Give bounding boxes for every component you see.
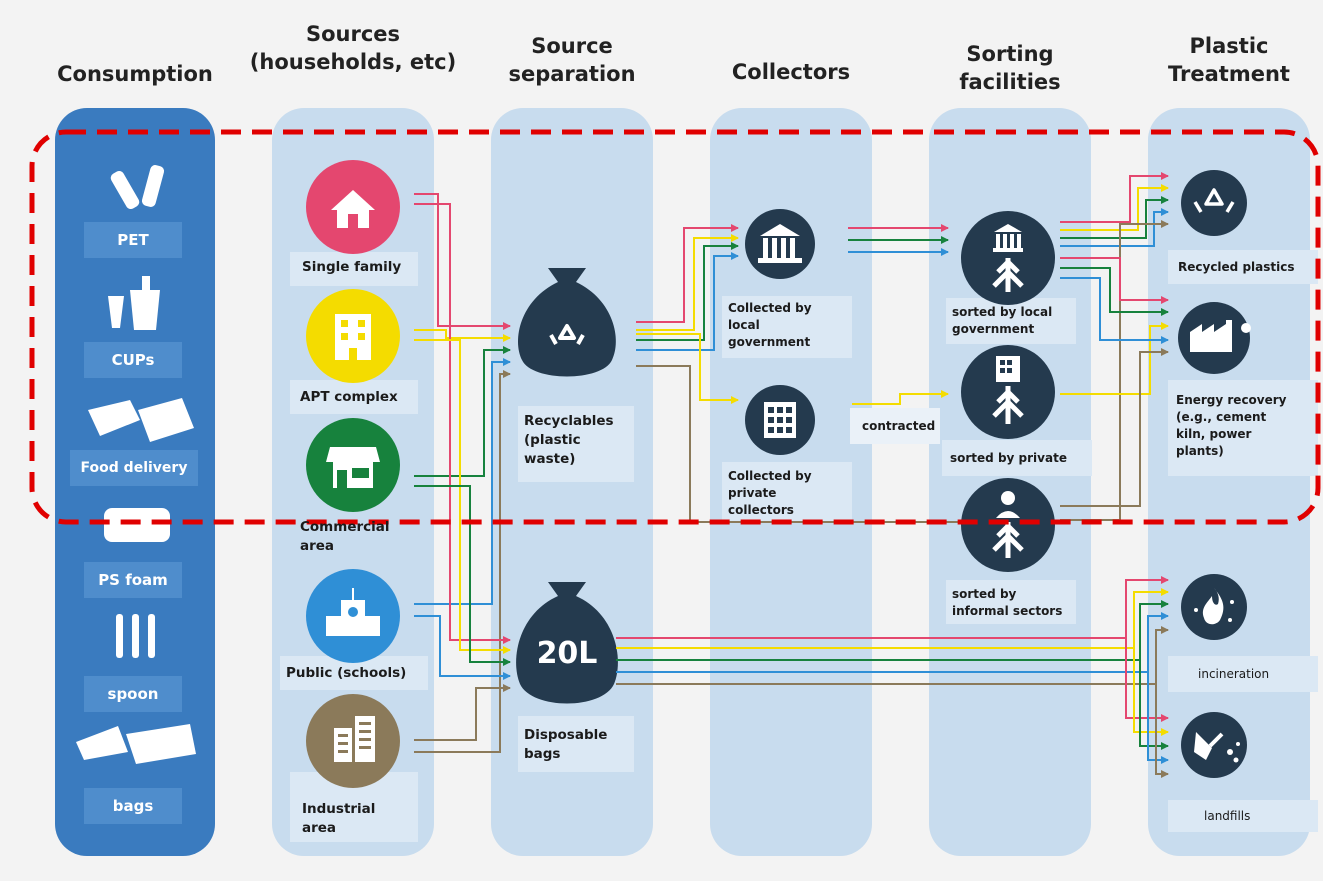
contracted-label: contracted bbox=[862, 419, 936, 433]
sort-local-government-icon bbox=[961, 211, 1055, 305]
incineration-fire-icon bbox=[1181, 574, 1247, 640]
industrial-building-icon bbox=[306, 694, 400, 788]
flow-disp-to-land-pink bbox=[1125, 638, 1169, 722]
recyclables-bag-icon bbox=[518, 268, 616, 377]
collector-label-local-government: Collected by local government bbox=[728, 301, 812, 349]
treatment-label-energy-recovery: Energy recovery (e.g., cement kiln, powe… bbox=[1176, 393, 1287, 458]
private-collector-building-icon bbox=[745, 385, 815, 455]
header-collectors: Collectors bbox=[731, 60, 851, 84]
flow-recyc-to-local-pink bbox=[636, 224, 739, 323]
flow-disp-to-incin-yellow bbox=[616, 588, 1169, 649]
treatment-label-incineration: incineration bbox=[1198, 667, 1270, 681]
sort-private-icon bbox=[961, 345, 1055, 439]
flow-apt-to-disposable bbox=[414, 339, 511, 654]
source-label-apt-complex: APT complex bbox=[300, 389, 398, 405]
sort-informal-icon bbox=[961, 478, 1055, 572]
source-label-industrial-area: Industrial area bbox=[302, 801, 376, 836]
ps-foam-icon bbox=[104, 508, 170, 542]
consumption-item-cups: CUPs bbox=[111, 351, 155, 369]
bag-size-label: 20L bbox=[536, 636, 598, 671]
separation-label-recyclables: Recyclables (plastic waste) bbox=[524, 413, 614, 467]
consumption-item-food-delivery: Food delivery bbox=[80, 460, 188, 476]
flow-sort-to-recycled-yellow bbox=[1060, 184, 1169, 231]
school-icon bbox=[306, 569, 400, 663]
source-label-single-family: Single family bbox=[302, 259, 402, 275]
header-sources: Sources (households, etc) bbox=[249, 22, 457, 74]
treatment-label-landfills: landfills bbox=[1204, 809, 1251, 823]
flow-public-to-disposable bbox=[414, 615, 511, 680]
cups-icon bbox=[108, 276, 160, 330]
header-plastic-treatment: Plastic Treatment bbox=[1168, 34, 1290, 86]
consumption-item-pet: PET bbox=[117, 231, 149, 249]
cutlery-icon bbox=[116, 614, 155, 658]
sorting-label-local-government: sorted by local government bbox=[952, 305, 1053, 336]
flow-disp-to-land-green bbox=[1139, 660, 1169, 750]
flow-recyc-to-local-yellow bbox=[636, 234, 739, 331]
source-label-commercial-area: Commercial area bbox=[300, 519, 390, 554]
flow-sort-to-energy-green bbox=[1060, 267, 1169, 316]
flow-private-to-sort-private bbox=[852, 390, 949, 405]
disposable-bag-icon bbox=[516, 582, 618, 704]
flow-sort-to-energy-khaki bbox=[1060, 348, 1169, 507]
flow-recyc-to-private-yellow bbox=[636, 333, 739, 404]
flow-disp-to-incin-blue bbox=[616, 612, 1169, 673]
flow-sort-to-recycled-green bbox=[1060, 196, 1169, 239]
pet-bottles-icon bbox=[110, 165, 165, 209]
source-label-public-schools: Public (schools) bbox=[286, 665, 407, 681]
flow-apt-to-recyclables bbox=[414, 329, 511, 342]
flow-recyc-to-informal bbox=[636, 365, 960, 523]
separation-label-disposable: Disposable bags bbox=[524, 727, 608, 762]
flow-recyc-to-local-green bbox=[636, 242, 739, 341]
flow-sort-to-recycled-pink bbox=[1060, 172, 1169, 223]
factory-icon bbox=[1178, 302, 1251, 374]
flow-recyc-to-local-blue bbox=[636, 252, 739, 351]
landfill-shovel-icon bbox=[1181, 712, 1247, 778]
recycle-icon bbox=[1181, 170, 1247, 236]
consumption-item-ps-foam: PS foam bbox=[98, 571, 168, 589]
sorting-label-informal: sorted by informal sectors bbox=[952, 587, 1063, 618]
flow-sort-to-recycled-blue bbox=[1060, 208, 1169, 247]
flow-industrial-to-recyclables bbox=[414, 370, 511, 753]
flow-industrial-to-disposable bbox=[414, 684, 511, 741]
consumption-label-boxes bbox=[70, 222, 198, 824]
sorting-label-private: sorted by private bbox=[950, 451, 1067, 465]
treatment-label-recycled-plastics: Recycled plastics bbox=[1178, 260, 1295, 274]
flow-single-to-recyclables bbox=[414, 193, 511, 330]
apartment-icon bbox=[306, 289, 400, 383]
flow-disp-to-land-blue bbox=[1147, 672, 1169, 764]
flow-commercial-to-disposable bbox=[414, 485, 511, 666]
food-container-icon bbox=[88, 398, 194, 442]
plastic-bags-icon bbox=[76, 724, 196, 764]
flow-public-to-recyclables bbox=[414, 358, 511, 605]
flow-single-to-disposable bbox=[414, 203, 511, 644]
flow-disp-to-land-khaki bbox=[1155, 684, 1169, 778]
collector-label-private: Collected by private collectors bbox=[728, 469, 812, 517]
flow-sort-to-energy-pink bbox=[1060, 257, 1169, 304]
flow-disp-to-incin-khaki bbox=[616, 626, 1169, 685]
header-source-separation: Source separation bbox=[508, 34, 636, 86]
header-sorting: Sorting facilities bbox=[959, 42, 1061, 94]
house-icon bbox=[306, 160, 400, 254]
flow-disp-to-incin-pink bbox=[616, 576, 1169, 639]
government-building-icon bbox=[745, 209, 815, 279]
shop-icon bbox=[306, 418, 400, 512]
highlight-dashed-frame bbox=[29, 129, 1321, 525]
flow-sort-to-energy-yellow bbox=[1060, 322, 1169, 395]
header-consumption: Consumption bbox=[57, 62, 213, 86]
consumption-item-spoon: spoon bbox=[107, 685, 159, 703]
flow-disp-to-incin-green bbox=[616, 600, 1169, 661]
consumption-item-bags: bags bbox=[112, 797, 154, 815]
flow-sort-to-energy-blue bbox=[1060, 277, 1169, 344]
